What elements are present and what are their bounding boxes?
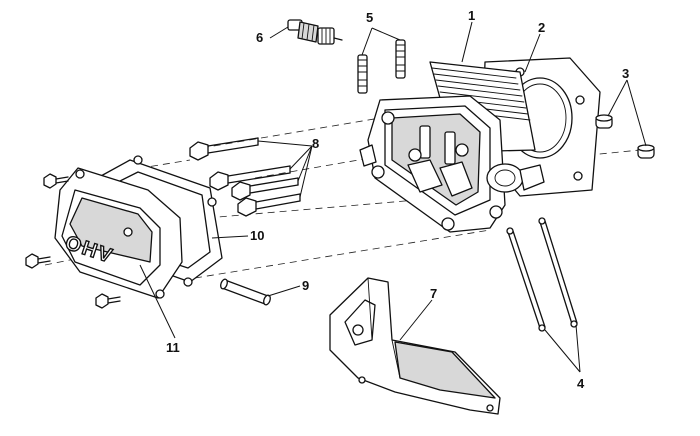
- callout-11: 11: [166, 340, 180, 355]
- head-bolt-2: [209, 165, 291, 191]
- stud-left: [357, 54, 368, 94]
- spark-plug: [287, 19, 343, 45]
- head-bolt-4: [237, 193, 301, 217]
- callout-2: 2: [538, 20, 545, 35]
- callout-9: 9: [302, 278, 309, 293]
- cover-screw-top: [43, 173, 69, 189]
- leader-lines: [139, 21, 647, 373]
- callout-10: 10: [250, 228, 264, 243]
- head-bolt-1: [189, 137, 259, 161]
- push-rod-right: [538, 217, 578, 328]
- valve-cover: OHV: [54, 167, 183, 299]
- head-bolt-3: [231, 177, 299, 201]
- push-rod-left: [506, 227, 546, 332]
- callout-3: 3: [622, 66, 629, 81]
- callout-8: 8: [312, 136, 319, 151]
- cover-screw-bottom: [95, 293, 121, 309]
- dowel-pin-upper: [595, 114, 613, 129]
- air-guide-shroud: [329, 277, 501, 415]
- callout-4: 4: [577, 376, 585, 391]
- cylinder-head: [359, 61, 545, 233]
- cover-screw-left: [25, 253, 51, 269]
- stud-right: [395, 39, 406, 79]
- callout-5: 5: [366, 10, 373, 25]
- callout-1: 1: [468, 8, 475, 23]
- dowel-pin-lower: [637, 144, 655, 159]
- callout-6: 6: [256, 30, 263, 45]
- callout-labels: 1 2 3 4 5 6 7 8 9 10 11: [166, 8, 629, 391]
- guide-tube: [220, 278, 271, 306]
- callout-7: 7: [430, 286, 437, 301]
